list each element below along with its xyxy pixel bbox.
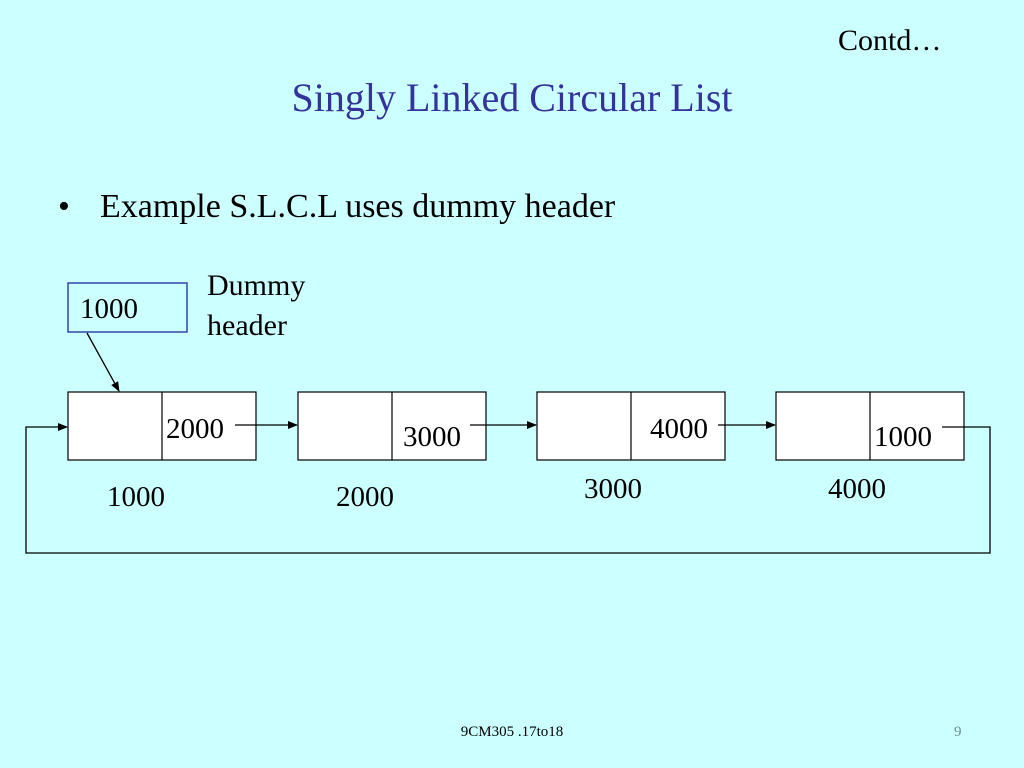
node-3-address: 3000 xyxy=(584,473,642,505)
node-4-address: 4000 xyxy=(828,473,886,505)
contd-label: Contd… xyxy=(838,24,942,57)
node-1-address: 1000 xyxy=(107,481,165,513)
node-1: 2000 1000 xyxy=(67,391,257,513)
node-4: 1000 4000 xyxy=(775,391,965,505)
bullet-text: Example S.L.C.L uses dummy header xyxy=(100,188,616,225)
slide-footer: 9CM305 .17to18 xyxy=(460,724,564,740)
node-2: 3000 2000 xyxy=(297,391,487,513)
bullet-dot: • xyxy=(58,188,70,225)
dummy-header-box xyxy=(67,282,188,333)
bullet-item: • Example S.L.C.L uses dummy header xyxy=(58,188,615,226)
dummy-header-value: 1000 xyxy=(80,293,138,325)
node-3: 4000 3000 xyxy=(536,391,726,505)
node-3-link: 4000 xyxy=(650,413,708,445)
node-2-link: 3000 xyxy=(403,421,461,453)
circular-return-path xyxy=(25,423,991,554)
page-number: 9 xyxy=(954,724,962,740)
slide-title: Singly Linked Circular List xyxy=(291,75,733,120)
node-2-address: 2000 xyxy=(336,481,394,513)
node-1-link: 2000 xyxy=(166,413,224,445)
dummy-header-label: Dummy header xyxy=(207,266,337,346)
dummy-header-label-line1: Dummy xyxy=(207,269,306,302)
header-pointer-arrow xyxy=(86,332,120,392)
node-4-link: 1000 xyxy=(874,421,932,453)
dummy-header-label-line2: header xyxy=(207,309,287,342)
